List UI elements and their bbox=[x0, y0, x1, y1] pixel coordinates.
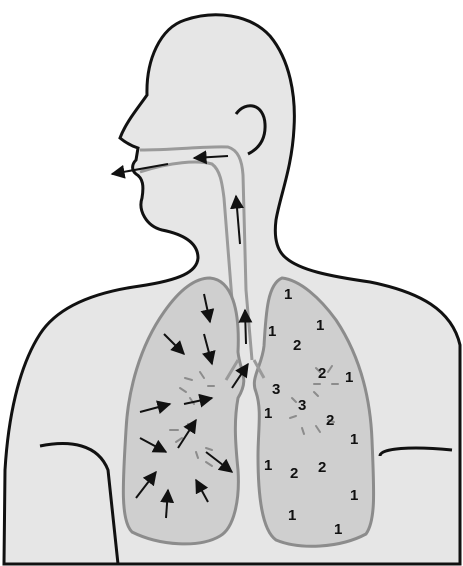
label-1: 1 bbox=[264, 457, 272, 474]
label-1: 1 bbox=[264, 405, 272, 422]
label-1: 1 bbox=[350, 487, 358, 504]
label-1: 1 bbox=[284, 286, 292, 303]
label-3: 3 bbox=[298, 397, 306, 414]
label-1: 1 bbox=[288, 507, 296, 524]
label-1: 1 bbox=[316, 317, 324, 334]
label-1: 1 bbox=[345, 369, 353, 386]
label-2: 2 bbox=[318, 365, 326, 382]
label-2: 2 bbox=[290, 465, 298, 482]
label-1: 1 bbox=[334, 521, 342, 538]
label-3: 3 bbox=[272, 381, 280, 398]
label-1: 1 bbox=[350, 431, 358, 448]
label-2: 2 bbox=[326, 412, 334, 429]
label-2: 2 bbox=[318, 459, 326, 476]
label-2: 2 bbox=[293, 337, 301, 354]
label-1: 1 bbox=[268, 323, 276, 340]
arrow-icon bbox=[245, 310, 246, 344]
